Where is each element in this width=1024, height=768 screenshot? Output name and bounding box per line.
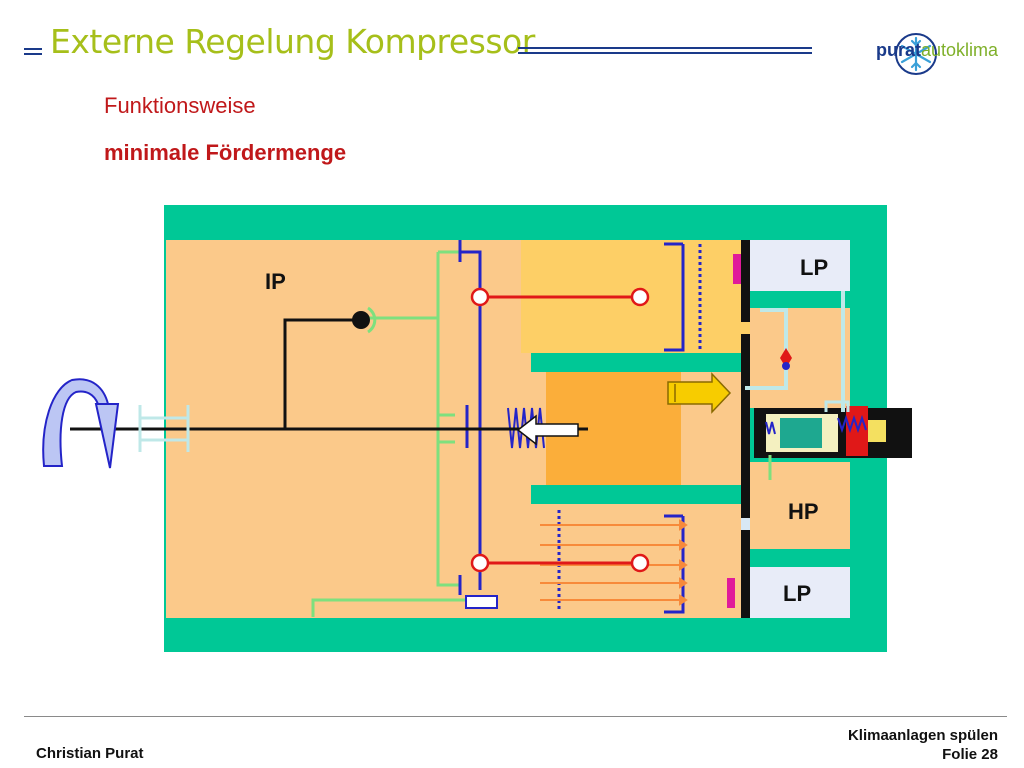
- slide-title: Externe Regelung Kompressor: [50, 22, 535, 61]
- compressor-diagram: IP LP HP LP: [42, 205, 912, 652]
- slide-subheading: minimale Fördermenge: [104, 140, 347, 165]
- linkage-arm: [283, 318, 361, 429]
- purat-logo: [895, 33, 937, 75]
- pressure-arrow: [667, 372, 732, 414]
- linkage-socket: [367, 306, 377, 334]
- gas-flow-arrows: [540, 519, 688, 606]
- brand-secondary: autoklima: [921, 40, 999, 60]
- lp-chamber-bottom: [750, 567, 850, 618]
- shaft-seal: [138, 405, 190, 452]
- label-lp-bottom: LP: [783, 581, 811, 606]
- valve-marker-bottom: [727, 578, 735, 608]
- lp-chamber-top: [750, 240, 850, 291]
- cylinder-wall-upper: [531, 353, 741, 372]
- swash-plate: [311, 250, 466, 617]
- swash-slider: [465, 595, 498, 609]
- label-ip: IP: [265, 269, 286, 294]
- snowflake-icon: [895, 33, 937, 75]
- valve-marker-top: [733, 254, 741, 284]
- footer-slide-number: Folie 28: [942, 746, 998, 763]
- shaft-push-arrow: [516, 414, 579, 446]
- footer-slide-info: Klimaanlagen spülen Folie 28: [848, 726, 998, 764]
- control-valve: [754, 406, 912, 480]
- valve-plate: [741, 240, 750, 618]
- title-line-right-bottom: [518, 52, 812, 54]
- brand-primary: purat: [876, 40, 921, 60]
- linkage-pivot: [352, 311, 370, 329]
- label-lp-top: LP: [800, 255, 828, 280]
- footer-author: Christian Purat: [36, 745, 144, 762]
- footer-topic: Klimaanlagen spülen: [847, 727, 998, 744]
- hp-chamber: [750, 462, 850, 549]
- check-valve-ball: [782, 362, 790, 370]
- rod-joints: [470, 287, 650, 573]
- valve-gap-top: [741, 322, 750, 334]
- rotation-arrow: [42, 378, 120, 469]
- dotted-piston-edges: [557, 244, 702, 612]
- cylinder-wall-lower: [531, 485, 741, 504]
- title-line-right-top: [518, 47, 812, 49]
- title-line-left-bottom: [24, 53, 42, 55]
- footer-divider: [24, 716, 1007, 717]
- valve-gap-bottom: [741, 518, 750, 530]
- label-hp: HP: [788, 499, 819, 524]
- slide-subtitle: Funktionsweise: [104, 93, 256, 118]
- pipe-hp-to-valve: [824, 400, 850, 412]
- right-chamber-upper: [750, 308, 850, 408]
- check-valve: [780, 348, 792, 368]
- brand-name: puratautoklima: [876, 40, 998, 61]
- title-line-left-top: [24, 48, 42, 50]
